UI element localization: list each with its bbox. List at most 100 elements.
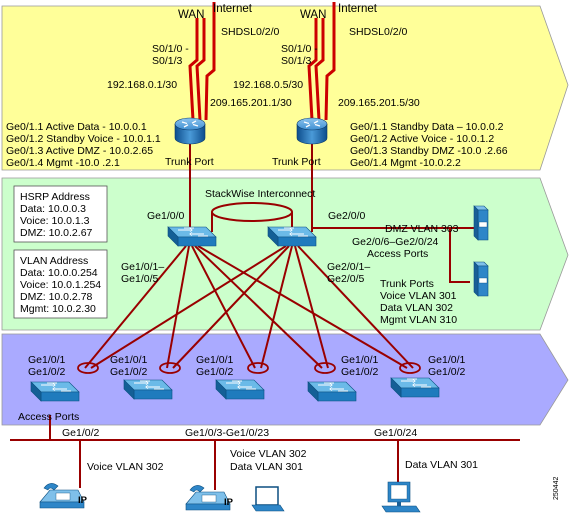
voice-vlan-mid-label: Voice VLAN 302: [230, 448, 307, 460]
ip-left-internet-label: 209.165.201.1/30: [210, 97, 292, 109]
dmz-server-2-icon[interactable]: [473, 261, 489, 297]
ip-left-wan-label: 192.168.0.1/30: [107, 79, 177, 91]
trunk-links: [189, 143, 313, 232]
wan-left-label: WAN: [178, 9, 204, 21]
figure-id-label: 250442: [553, 477, 560, 500]
access-bus: [10, 415, 520, 490]
vlan-box-line: DMZ: 10.0.2.78: [20, 291, 93, 303]
hsrp-box: [13, 185, 108, 243]
mesh-link: [197, 245, 408, 369]
router-right-iface: Ge0/1.3 Standby DMZ -10.0 .2.66: [350, 145, 508, 157]
access-switch-4-icon[interactable]: [307, 381, 357, 402]
laptop-icon[interactable]: [251, 486, 285, 512]
distribution-access-links: [84, 245, 414, 369]
vlan-box-line: Mgmt: 10.0.2.30: [20, 303, 96, 315]
stackwise-label: StackWise Interconnect: [205, 188, 315, 200]
access-port-label: Ge1/0/2: [341, 366, 379, 378]
access-port-label: Ge1/0/1: [28, 354, 66, 366]
port-phone-label: Ge1/0/2: [62, 427, 100, 439]
port-range-label: Ge1/0/3-Ge1/0/23: [185, 427, 269, 439]
downlink-right-label-2: Ge2/0/5: [327, 273, 365, 285]
access-port-labels: Ge1/0/1 Ge1/0/2 Ge1/0/1 Ge1/0/2 Ge1/0/1 …: [28, 354, 466, 378]
shdsl-right-label: SHDSL0/2/0: [349, 26, 408, 38]
trunk-port-right-label: Trunk Port: [272, 156, 321, 168]
access-port-label: Ge1/0/1: [110, 354, 148, 366]
mesh-link: [166, 245, 190, 369]
trunk-info-line: Voice VLAN 301: [380, 290, 457, 302]
vlan-address-box: [13, 249, 108, 319]
access-switch-1-icon[interactable]: [30, 381, 80, 402]
router-left-iface: Ge0/1.4 Mgmt -10.0 .2.1: [6, 157, 120, 169]
ip-phone-1-label: IP: [78, 495, 88, 506]
distribution-switch-1-icon[interactable]: [167, 226, 217, 247]
serial-right-label-1: S0/1/0 -: [281, 43, 318, 55]
access-switch-3-icon[interactable]: [215, 379, 265, 400]
mesh-link: [260, 245, 293, 369]
trunk-info-line: Mgmt VLAN 310: [380, 314, 457, 326]
router-left-iface: Ge0/1.2 Standby Voice - 10.0.1.1: [6, 133, 161, 145]
internet-left-label: Internet: [213, 3, 253, 15]
serial-left-label-2: S0/1/3: [152, 55, 183, 67]
hsrp-box-line: HSRP Address: [20, 191, 90, 203]
data-vlan-right-label: Data VLAN 301: [405, 459, 478, 471]
access-port-label: Ge1/0/2: [196, 366, 234, 378]
access-uplink-rings: [77, 362, 421, 374]
ip-right-wan-label: 192.168.0.5/30: [233, 79, 303, 91]
trunk-info-line: Trunk Ports: [380, 278, 434, 290]
serial-left-label-1: S0/1/0 -: [152, 43, 189, 55]
workstation-icon[interactable]: [381, 481, 421, 513]
distribution-band: [1, 177, 569, 331]
internet-right-label: Internet: [338, 3, 378, 15]
ip-phone-2-label: IP: [224, 497, 234, 508]
ip-right-internet-label: 209.165.201.5/30: [338, 97, 420, 109]
router-right-iface: Ge0/1.1 Standby Data – 10.0.0.2: [350, 121, 504, 133]
port-pc-label: Ge1/0/24: [374, 427, 417, 439]
voice-vlan-left-label: Voice VLAN 302: [87, 461, 164, 473]
dmz-server-1-icon[interactable]: [473, 205, 489, 241]
hsrp-box-line: DMZ: 10.0.2.67: [20, 227, 93, 239]
mesh-link: [194, 245, 323, 369]
downlink-left-label-2: Ge1/0/5: [121, 273, 159, 285]
dmz-ports-label: Ge2/0/6–Ge2/0/24: [352, 236, 439, 248]
router-right-icon[interactable]: [296, 117, 328, 145]
hsrp-box-line: Data: 10.0.0.3: [20, 203, 86, 215]
access-port-label: Ge1/0/1: [428, 354, 466, 366]
trunk-port-left-label: Trunk Port: [165, 156, 214, 168]
access-ports-label: Access Ports: [18, 411, 79, 423]
router-left-iface: Ge0/1.1 Active Data - 10.0.0.1: [6, 121, 147, 133]
access-port-label: Ge1/0/2: [110, 366, 148, 378]
vlan-box-line: VLAN Address: [20, 255, 88, 267]
downlink-right-label-1: Ge2/0/1–: [327, 261, 370, 273]
uplink-left-label: Ge1/0/0: [147, 210, 185, 222]
access-port-label: Ge1/0/2: [28, 366, 66, 378]
router-right-interfaces: Ge0/1.1 Standby Data – 10.0.0.2 Ge0/1.2 …: [350, 121, 508, 169]
wan-links: [188, 2, 336, 121]
mesh-link: [294, 245, 329, 369]
dmz-links: [311, 227, 476, 283]
router-right-iface: Ge0/1.2 Active Voice - 10.0.1.2: [350, 133, 494, 145]
access-band: [1, 333, 569, 426]
hsrp-box-line: Voice: 10.0.1.3: [20, 215, 90, 227]
access-port-label: Ge1/0/1: [341, 354, 379, 366]
router-left-interfaces: Ge0/1.1 Active Data - 10.0.0.1 Ge0/1.2 S…: [6, 121, 161, 169]
distribution-switch-2-icon[interactable]: [267, 226, 317, 247]
mesh-link: [191, 245, 256, 369]
wan-right-label: WAN: [300, 9, 326, 21]
serial-right-label-2: S0/1/3: [281, 55, 312, 67]
access-switch-2-icon[interactable]: [123, 379, 173, 400]
vlan-box-line: Voice: 10.0.1.254: [20, 279, 101, 291]
access-port-label: Ge1/0/2: [428, 366, 466, 378]
router-right-iface: Ge0/1.4 Mgmt -10.0.2.2: [350, 157, 461, 169]
router-left-iface: Ge0/1.3 Active DMZ - 10.0.2.65: [6, 145, 153, 157]
access-port-label: Ge1/0/1: [196, 354, 234, 366]
data-vlan-mid-label: Data VLAN 301: [230, 461, 303, 473]
router-left-icon[interactable]: [174, 117, 206, 145]
mesh-link: [84, 245, 187, 369]
trunk-info-line: Data VLAN 302: [380, 302, 453, 314]
shdsl-left-label: SHDSL0/2/0: [221, 26, 280, 38]
vlan-box-line: Data: 10.0.0.254: [20, 267, 98, 279]
core-band: [1, 5, 569, 171]
mesh-link: [297, 245, 414, 369]
access-switch-5-icon[interactable]: [390, 377, 440, 398]
